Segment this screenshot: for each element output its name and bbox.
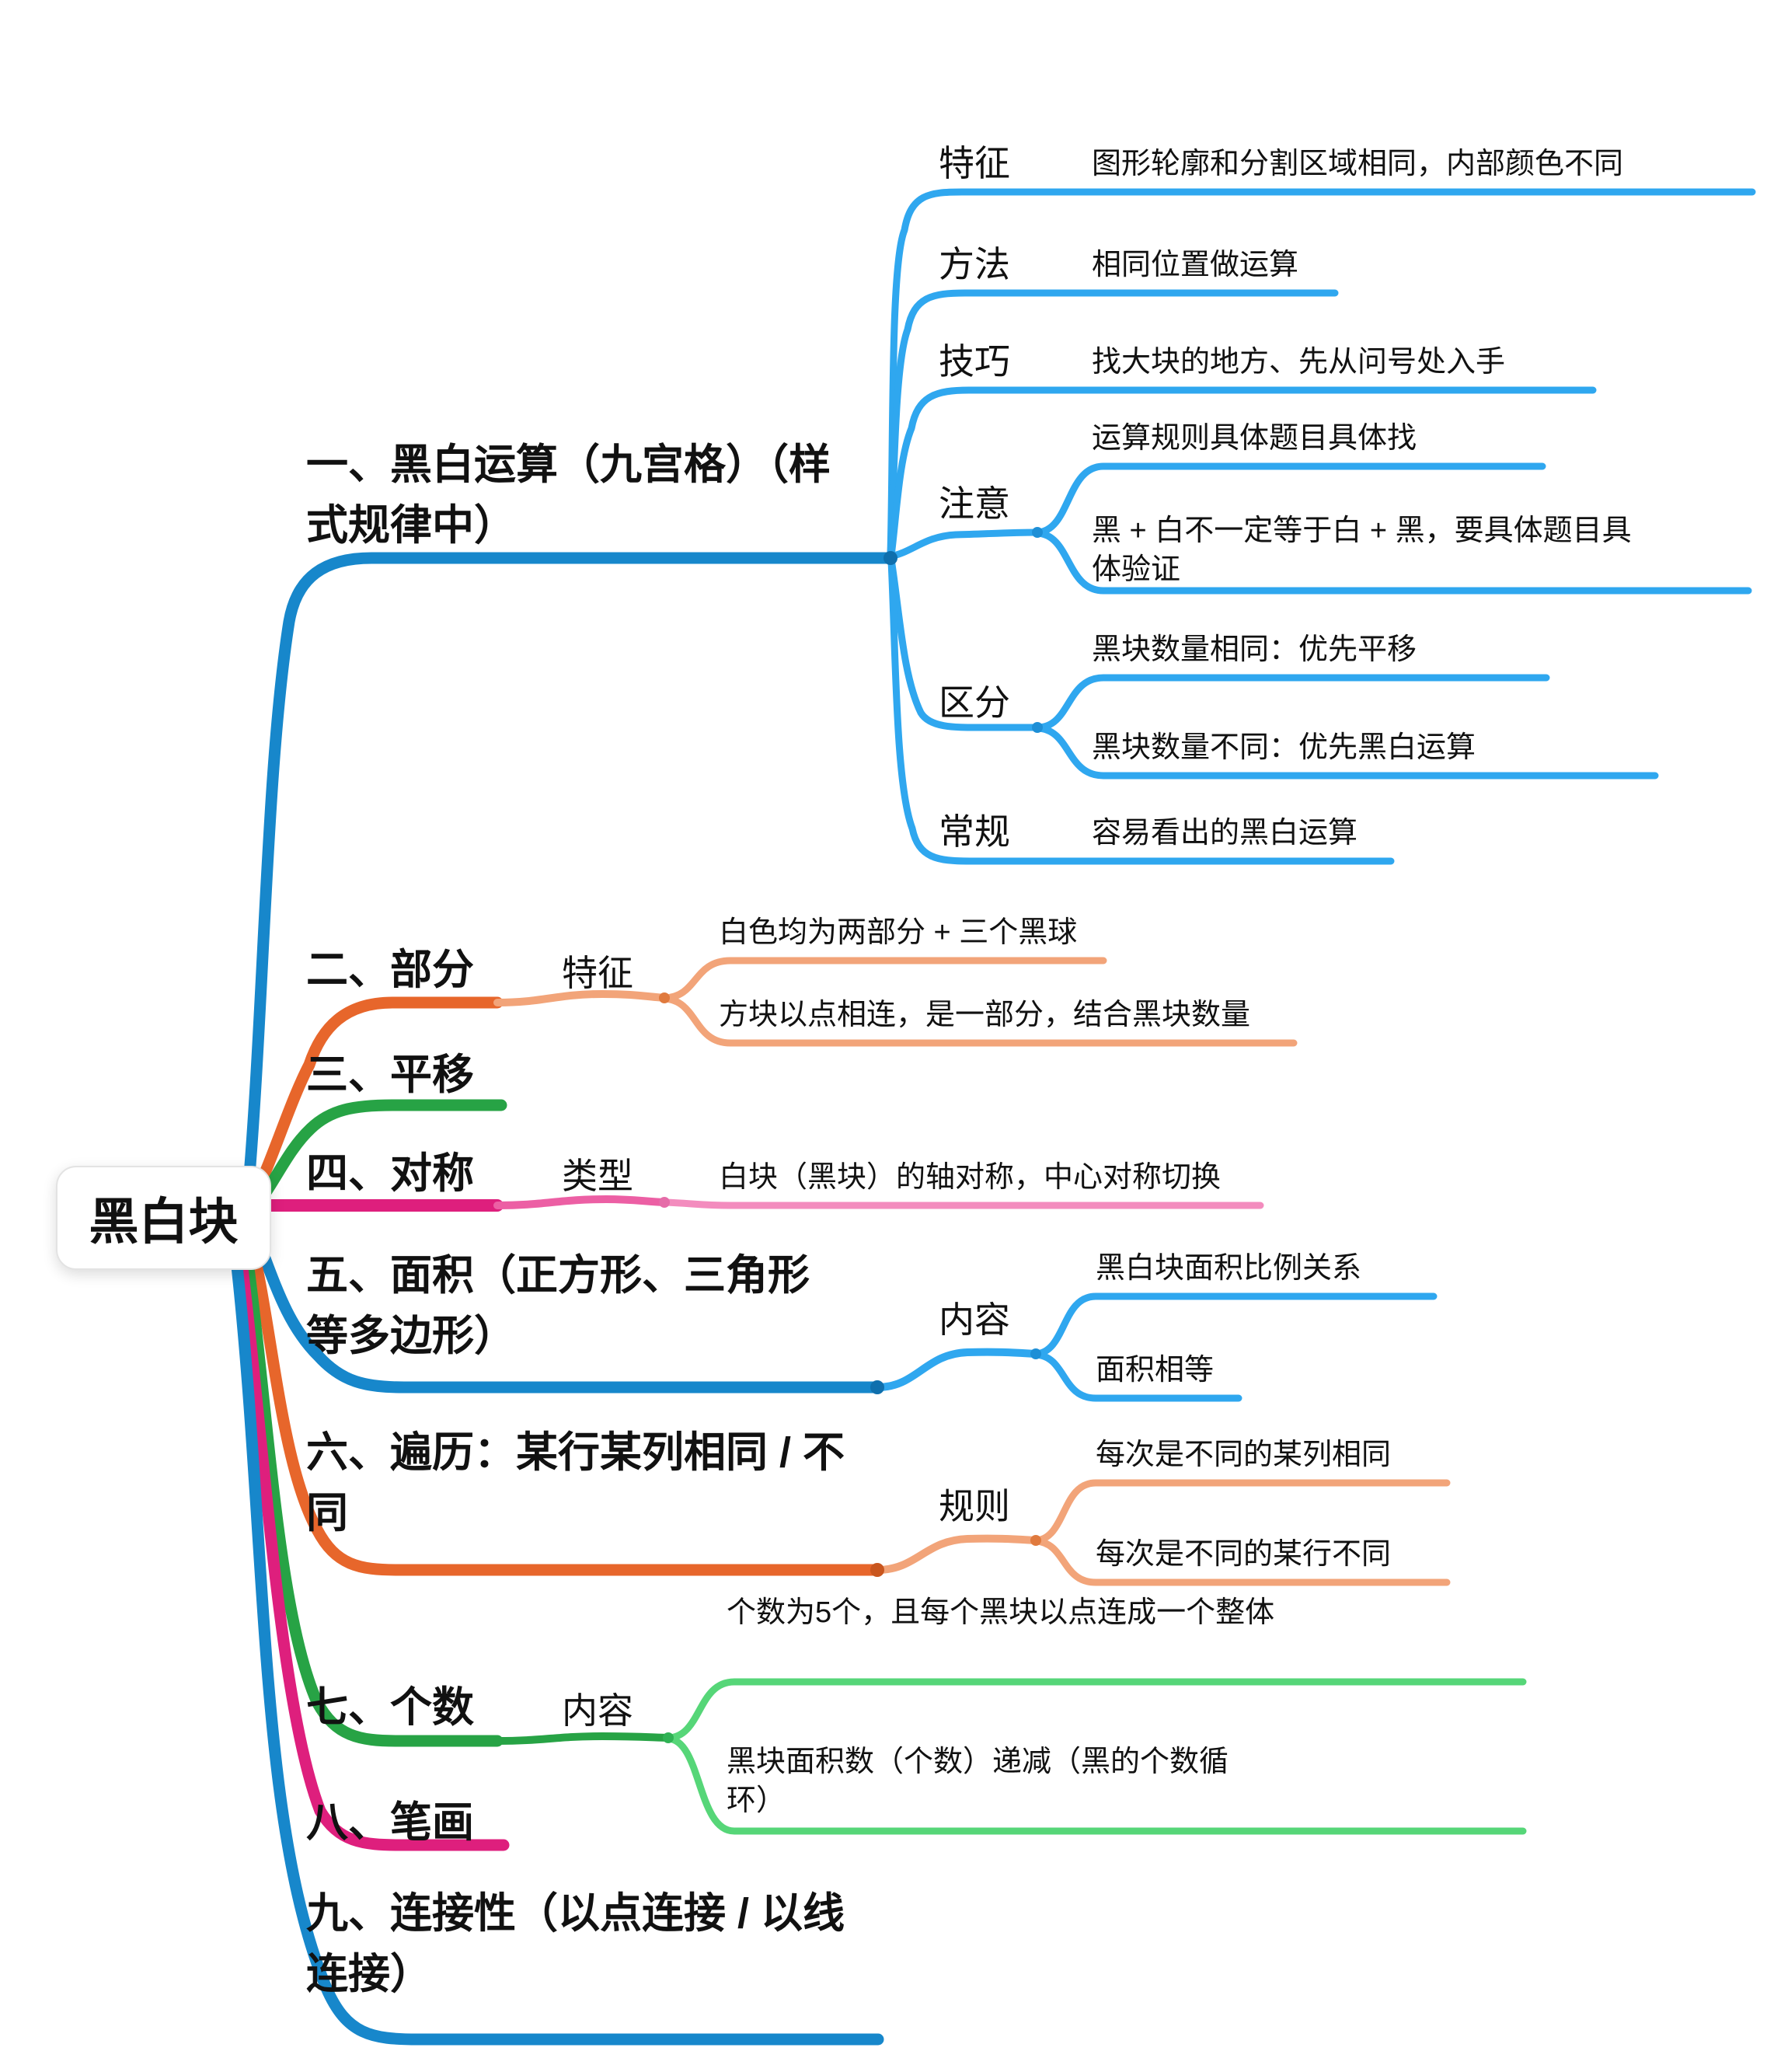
branch-1-sub-5-label[interactable]: 常规	[939, 811, 1010, 852]
root-node[interactable]: 黑白块	[56, 1166, 271, 1270]
branch-5-topic[interactable]: 五、面积（正方形、三角形等多边形）	[306, 1252, 810, 1359]
root-label: 黑白块	[89, 1194, 239, 1250]
branch-5-leaf-0-0[interactable]: 黑白块面积比例关系	[1096, 1252, 1362, 1285]
branch-3-topic[interactable]: 三、平移	[306, 1052, 474, 1098]
branch-1-leaf-4-1[interactable]: 黑块数量不同：优先黑白运算	[1092, 731, 1476, 764]
branch-5-leaf-0-1[interactable]: 面积相等	[1096, 1354, 1215, 1387]
branch-4-sub-0-label[interactable]: 类型	[562, 1156, 633, 1196]
branch-1-leaf-4-0[interactable]: 黑块数量相同：优先平移	[1092, 633, 1417, 666]
branch-7-topic[interactable]: 七、个数	[306, 1684, 474, 1731]
branch-1-leaf-3-1[interactable]: 黑 + 白不一定等于白 + 黑，要具体题目具体验证	[1092, 515, 1632, 586]
branch-1-sub-3-label[interactable]: 注意	[939, 483, 1010, 524]
branch-7-leaf-0-1[interactable]: 黑块面积数（个数）递减（黑的个数循环）	[727, 1746, 1229, 1817]
branch-2-topic[interactable]: 二、部分	[306, 947, 474, 993]
branch-1-sub-2-label[interactable]: 技巧	[939, 341, 1010, 382]
branch-2-leaf-0-1[interactable]: 方块以点相连，是一部分，结合黑块数量	[719, 999, 1251, 1031]
branch-1-leaf-0-0[interactable]: 图形轮廓和分割区域相同，内部颜色不同	[1092, 148, 1624, 180]
branch-1-leaf-3-0[interactable]: 运算规则具体题目具体找	[1092, 422, 1417, 455]
branch-2-leaf-0-0[interactable]: 白色均为两部分 + 三个黑球	[719, 916, 1078, 949]
branch-5-sub-0-label[interactable]: 内容	[939, 1299, 1010, 1340]
branch-6-sub-0-label[interactable]: 规则	[939, 1486, 1010, 1526]
branch-9-topic[interactable]: 九、连接性（以点连接 / 以线连接）	[306, 1890, 845, 1997]
branch-1-sub-0-label[interactable]: 特征	[939, 143, 1010, 183]
branch-7-leaf-0-0[interactable]: 个数为5个，且每个黑块以点连成一个整体	[727, 1596, 1275, 1629]
branch-1-topic[interactable]: 一、黑白运算（九宫格）（样式规律中）	[306, 441, 831, 549]
branch-1-leaf-1-0[interactable]: 相同位置做运算	[1092, 249, 1299, 281]
branch-4-leaf-0-0[interactable]: 白块（黑块）的轴对称，中心对称切换	[719, 1161, 1222, 1194]
branch-1-leaf-2-0[interactable]: 找大块的地方、先从问号处入手	[1092, 346, 1506, 378]
junction-dots	[659, 527, 1043, 1743]
branch-7-sub-0-label[interactable]: 内容	[562, 1690, 633, 1731]
branch-6-leaf-0-1[interactable]: 每次是不同的某行不同	[1096, 1538, 1392, 1571]
branch-8-topic[interactable]: 八、笔画	[306, 1799, 474, 1846]
branch-6-topic[interactable]: 六、遍历：某行某列相同 / 不同	[306, 1429, 845, 1537]
branch-1-leaf-5-0[interactable]: 容易看出的黑白运算	[1092, 817, 1358, 849]
branch-1-sub-4-label[interactable]: 区分	[939, 682, 1010, 723]
branch-2-sub-0-label[interactable]: 特征	[562, 953, 633, 993]
branch-6-leaf-0-0[interactable]: 每次是不同的某列相同	[1096, 1439, 1392, 1471]
branch-1-sub-1-label[interactable]: 方法	[939, 244, 1010, 284]
branch-4-topic[interactable]: 四、对称	[306, 1150, 474, 1197]
